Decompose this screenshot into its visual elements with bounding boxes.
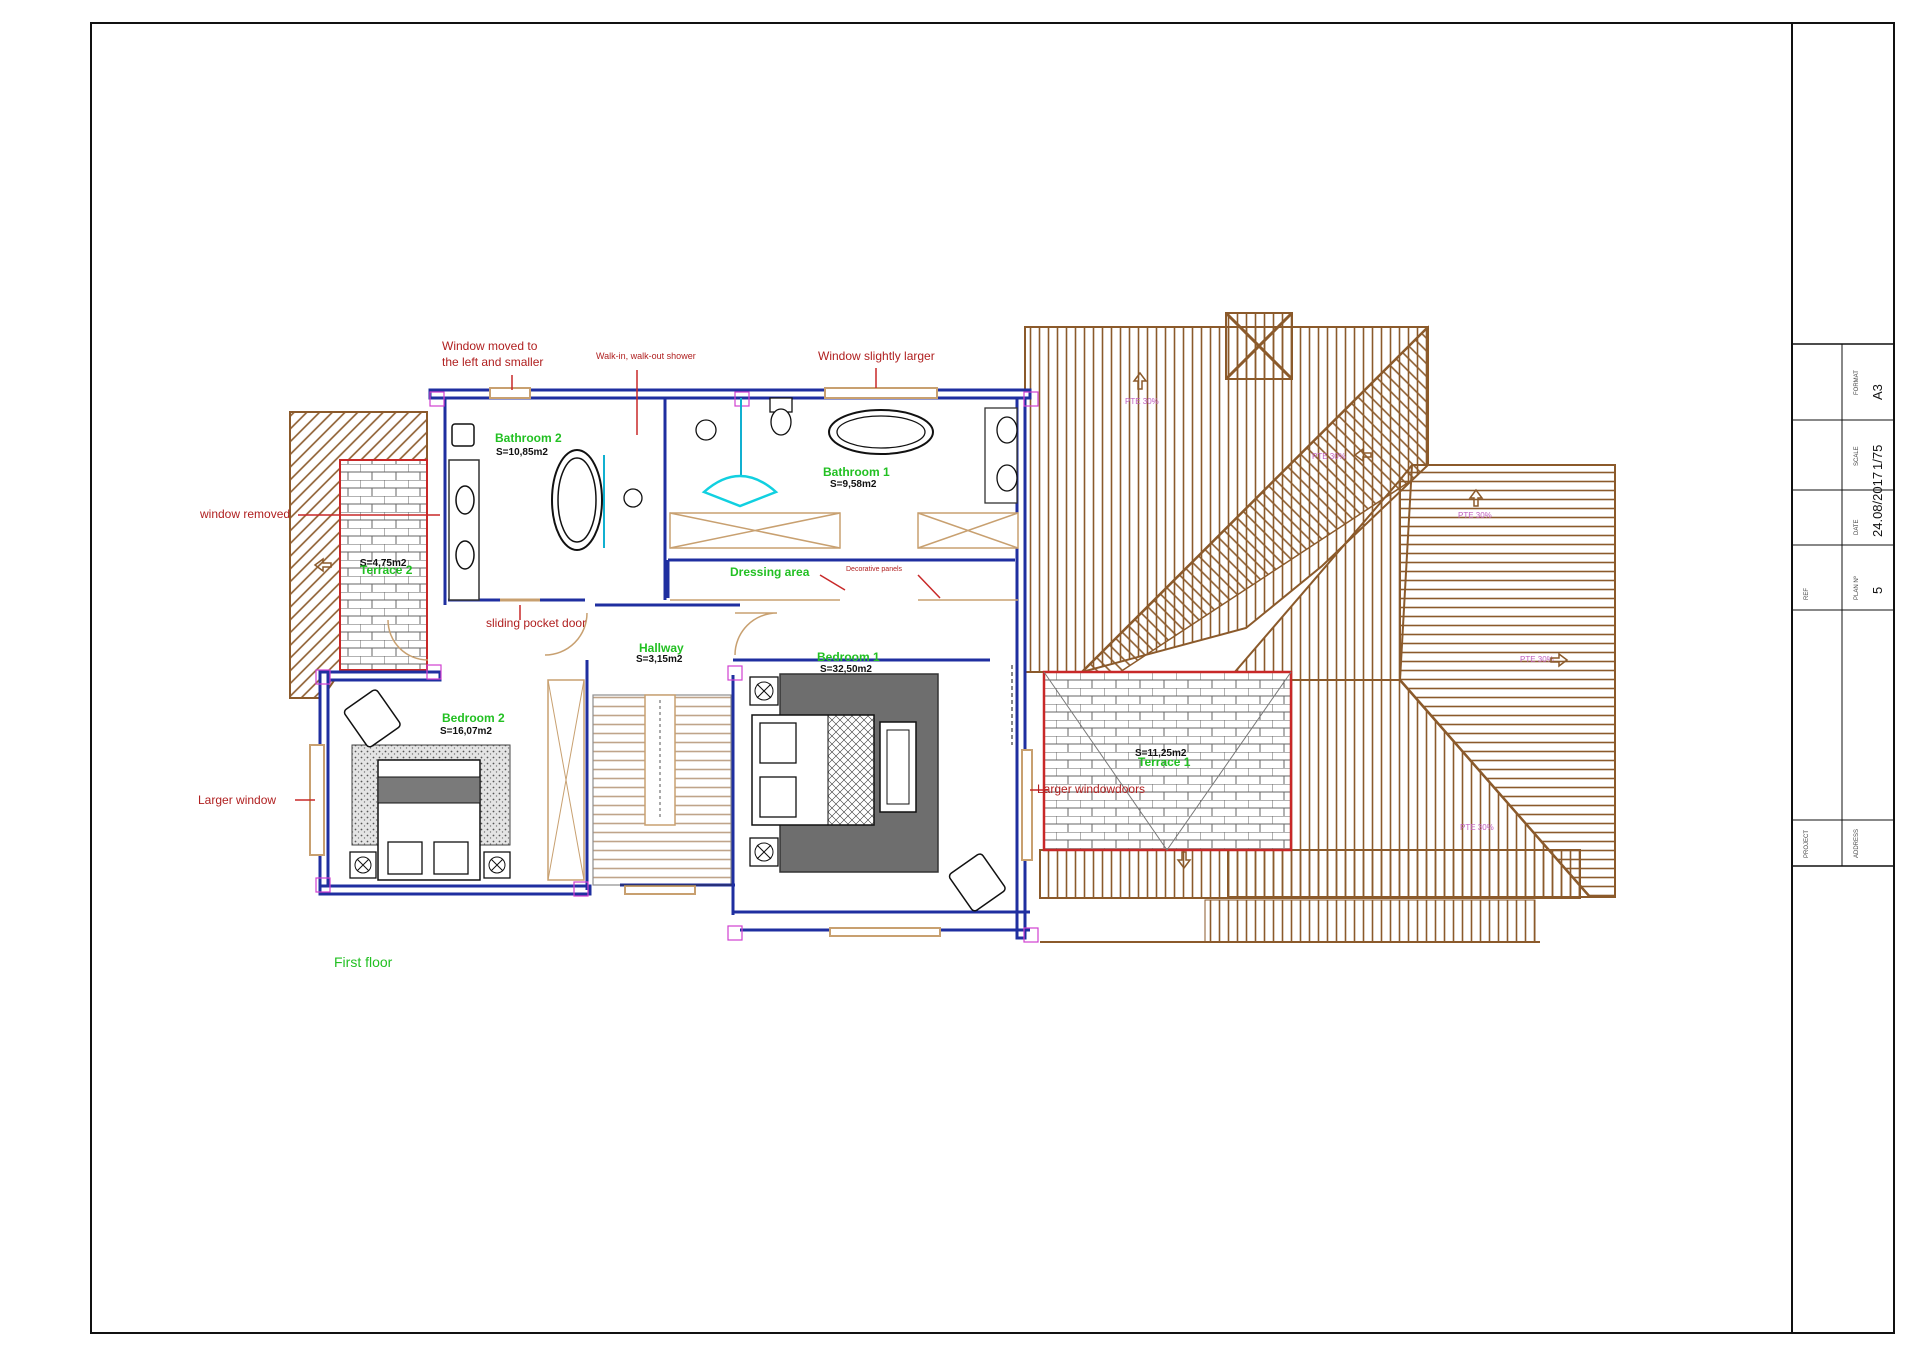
room-area-bathroom-2: S=10,85m2 bbox=[496, 447, 548, 458]
scale-value: 1/75 bbox=[1870, 445, 1885, 470]
windows bbox=[309, 387, 1033, 937]
column-markers bbox=[315, 391, 1039, 943]
annotation-leaders bbox=[295, 368, 1048, 801]
slope-label-5: PTE 30% bbox=[1460, 823, 1494, 832]
project-label: PROJECT bbox=[1804, 830, 1810, 858]
terrace-1 bbox=[1042, 670, 1293, 852]
room-area-hallway: S=3,15m2 bbox=[636, 654, 683, 665]
note-window-moved-line2: the left and smaller bbox=[442, 355, 543, 369]
room-area-bedroom-1: S=32,50m2 bbox=[820, 664, 872, 675]
roof bbox=[289, 311, 1616, 943]
note-walk-in-shower: Walk-in, walk-out shower bbox=[596, 351, 696, 361]
address-label: ADDRESS bbox=[1854, 829, 1860, 858]
roof-slope-markers: PTE 30% PTE 30% PTE 30% PTE 30% PTE 30% bbox=[313, 371, 1569, 870]
doors bbox=[387, 598, 1013, 745]
note-window-removed: window removed bbox=[199, 507, 290, 521]
room-area-bathroom-1: S=9,58m2 bbox=[830, 479, 877, 490]
room-area-terrace-1: S=11,25m2 bbox=[1135, 748, 1187, 759]
format-label: FORMAT bbox=[1854, 370, 1860, 395]
note-larger-window: Larger window bbox=[198, 793, 276, 807]
note-decorative-panels: Decorative panels bbox=[846, 566, 903, 573]
note-sliding-pocket-door: sliding pocket door bbox=[486, 616, 586, 630]
title-block: FORMAT A3 SCALE 1/75 DATE 24.08/2017 PLA… bbox=[1791, 23, 1895, 1333]
bathroom-1-fixtures bbox=[695, 397, 1018, 508]
ref-label: REF bbox=[1804, 588, 1810, 600]
bathroom-2-fixtures bbox=[448, 423, 643, 601]
room-name-hallway: Hallway bbox=[639, 641, 684, 655]
room-name-bedroom-1: Bedroom 1 bbox=[817, 650, 880, 664]
note-window-larger: Window slightly larger bbox=[818, 349, 935, 363]
terrace-2 bbox=[339, 459, 428, 671]
room-name-dressing-area: Dressing area bbox=[730, 565, 810, 579]
room-name-bathroom-2: Bathroom 2 bbox=[495, 431, 562, 445]
bedroom-1-furniture bbox=[749, 673, 1006, 912]
room-name-bathroom-1: Bathroom 1 bbox=[823, 465, 890, 479]
dressing-cabinets bbox=[669, 512, 1019, 601]
bedroom-2-furniture bbox=[343, 689, 511, 881]
slope-label-1: PTE 30% bbox=[1125, 397, 1159, 406]
staircase bbox=[547, 679, 732, 886]
scale-label: SCALE bbox=[1854, 446, 1860, 466]
room-name-bedroom-2: Bedroom 2 bbox=[442, 711, 505, 725]
format-value: A3 bbox=[1870, 384, 1885, 400]
room-name-terrace-2: Terrace 2 bbox=[360, 563, 413, 577]
date-value: 24.08/2017 bbox=[1870, 472, 1885, 537]
room-name-terrace-1: Terrace 1 bbox=[1138, 755, 1191, 769]
note-window-moved-line1: Window moved to bbox=[442, 339, 538, 353]
plan-label: PLAN Nº bbox=[1853, 575, 1860, 600]
note-larger-windowdoors: Larger windowdoors bbox=[1037, 782, 1145, 796]
room-area-bedroom-2: S=16,07m2 bbox=[440, 726, 492, 737]
room-area-terrace-2: S=4,75m2 bbox=[360, 558, 407, 569]
slope-label-2: PTE 30% bbox=[1312, 452, 1346, 461]
floor-label: First floor bbox=[334, 954, 393, 970]
plan-value: 5 bbox=[1870, 587, 1885, 594]
date-label: DATE bbox=[1854, 519, 1860, 535]
slope-label-4: PTE 30% bbox=[1520, 655, 1554, 664]
slope-label-3: PTE 30% bbox=[1458, 511, 1492, 520]
